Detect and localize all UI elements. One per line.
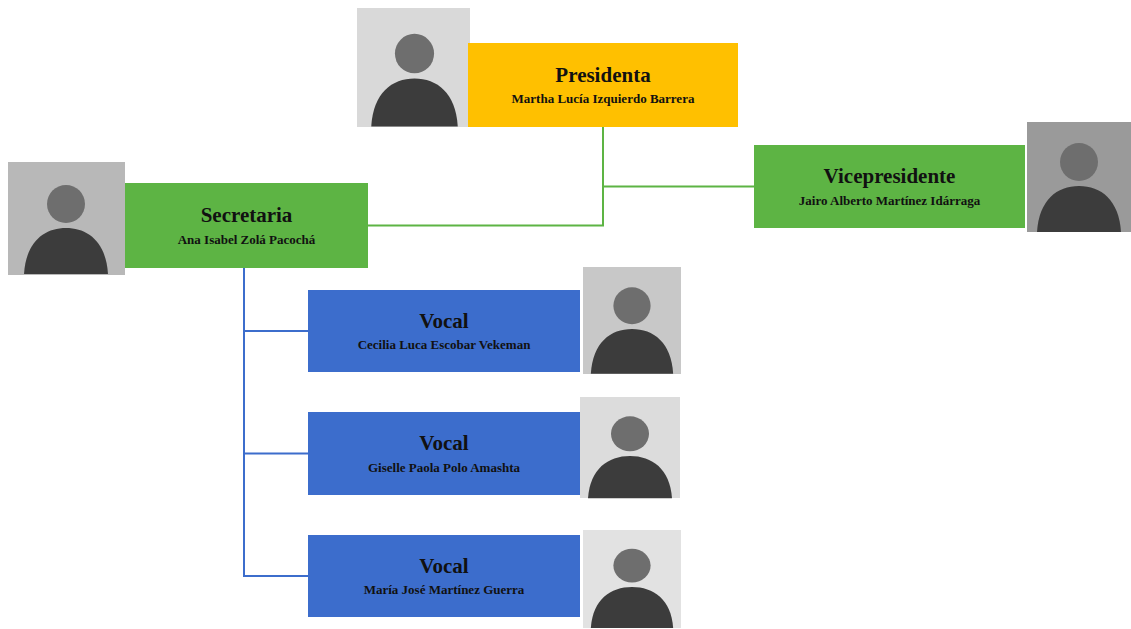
role-box: PresidentaMartha Lucía Izquierdo Barrera xyxy=(468,43,738,127)
org-connector xyxy=(244,268,308,454)
role-box: VicepresidenteJairo Alberto Martínez Idá… xyxy=(754,145,1025,228)
portrait-photo xyxy=(1027,122,1131,232)
portrait-photo xyxy=(8,162,125,275)
role-box: VocalMaría José Martínez Guerra xyxy=(308,535,580,617)
role-box: VocalCecilia Luca Escobar Vekeman xyxy=(308,290,580,372)
role-title: Secretaria xyxy=(201,202,293,228)
person-name: Martha Lucía Izquierdo Barrera xyxy=(512,91,695,108)
person-name: María José Martínez Guerra xyxy=(364,582,525,599)
person-name: Giselle Paola Polo Amashta xyxy=(368,460,520,477)
role-title: Vocal xyxy=(419,430,468,456)
role-title: Vocal xyxy=(419,553,468,579)
role-box: VocalGiselle Paola Polo Amashta xyxy=(308,412,580,495)
role-title: Vicepresidente xyxy=(824,163,956,189)
portrait-photo xyxy=(357,8,470,127)
portrait-photo xyxy=(580,397,680,498)
person-name: Jairo Alberto Martínez Idárraga xyxy=(799,193,980,210)
org-connector xyxy=(244,268,308,331)
org-connector xyxy=(368,127,603,226)
role-box: SecretariaAna Isabel Zolá Pacochá xyxy=(125,183,368,268)
org-connector xyxy=(244,268,308,576)
org-connector xyxy=(603,127,754,187)
role-title: Presidenta xyxy=(555,62,650,88)
portrait-photo xyxy=(583,267,681,374)
person-name: Ana Isabel Zolá Pacochá xyxy=(178,232,316,249)
role-title: Vocal xyxy=(419,308,468,334)
portrait-photo xyxy=(583,530,681,628)
person-name: Cecilia Luca Escobar Vekeman xyxy=(358,337,531,354)
